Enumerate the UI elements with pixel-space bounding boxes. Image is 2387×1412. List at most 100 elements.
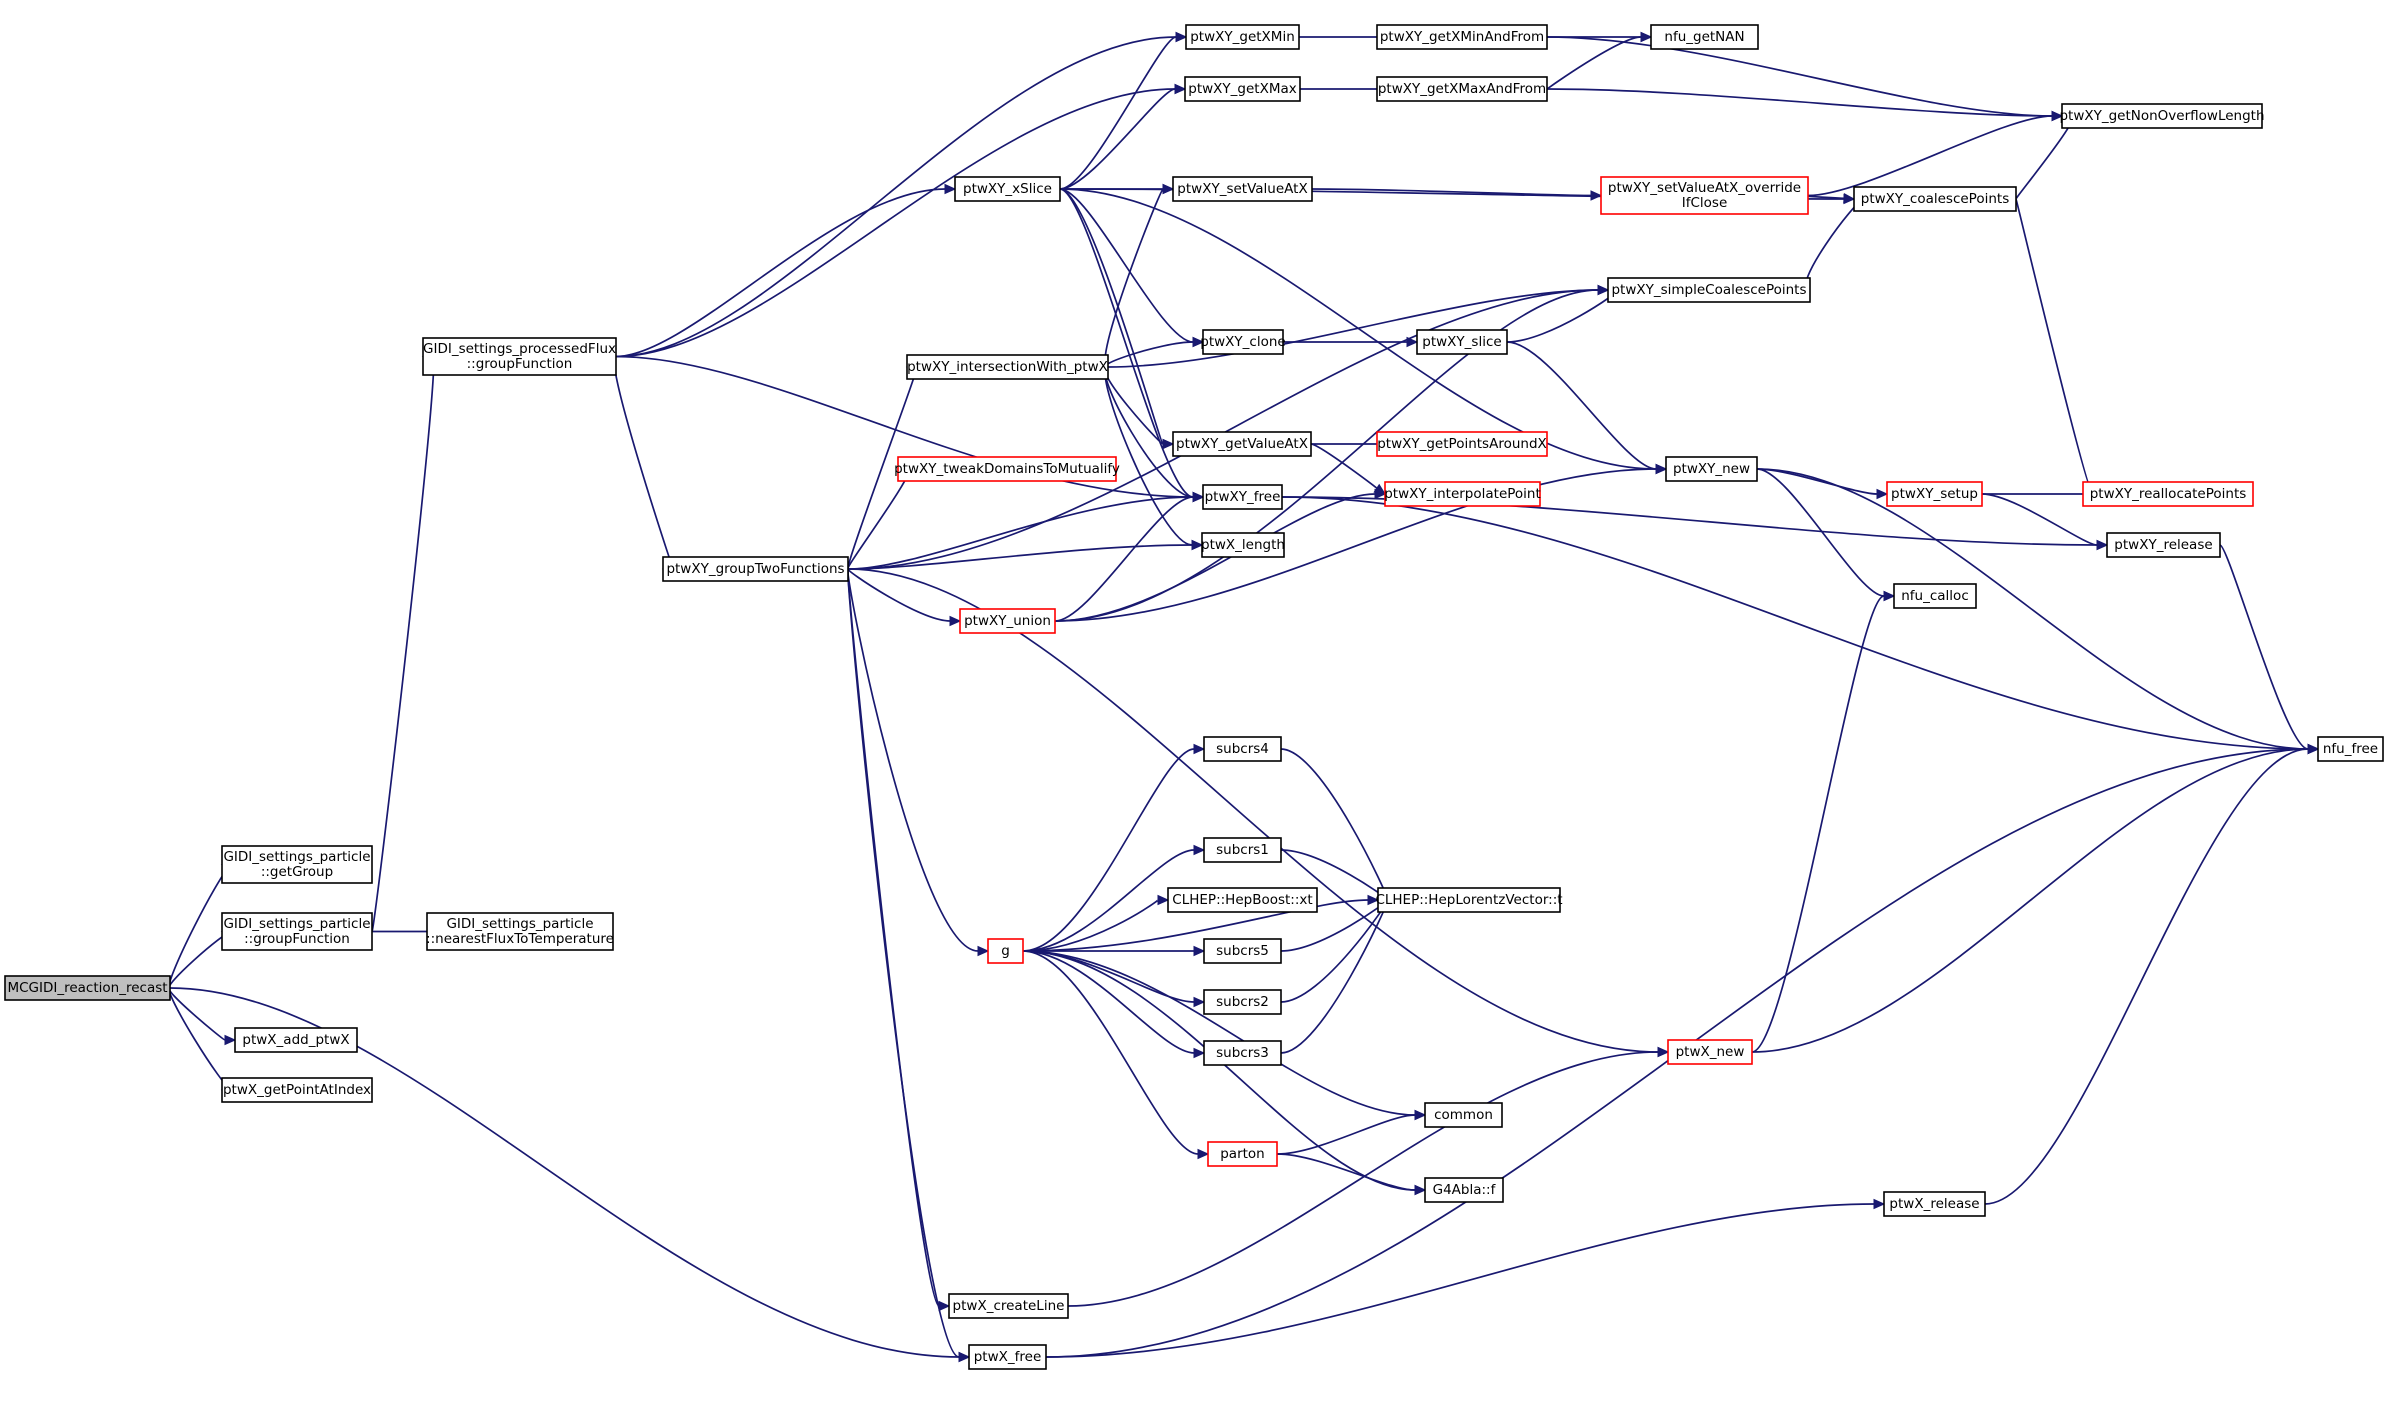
- arrowhead: [977, 945, 990, 957]
- edge-line: [168, 987, 226, 1041]
- node-box: [968, 1344, 1047, 1370]
- node-nfuNAN[interactable]: nfu_getNAN: [1650, 24, 1759, 50]
- node-coalesce[interactable]: ptwXY_coalescePoints: [1853, 186, 2017, 212]
- node-groupTwo[interactable]: ptwXY_groupTwoFunctions: [662, 556, 849, 582]
- arrowhead: [1192, 491, 1205, 503]
- arrowhead: [1640, 31, 1653, 43]
- node-subcrs1[interactable]: subcrs1: [1203, 837, 1282, 863]
- node-g4abla[interactable]: G4Abla::f: [1424, 1177, 1504, 1203]
- edge-line: [1059, 188, 1164, 445]
- arrowhead: [2051, 110, 2064, 122]
- node-xyFree[interactable]: ptwXY_free: [1202, 484, 1283, 510]
- node-box: [1184, 76, 1301, 102]
- node-box: [1377, 887, 1561, 913]
- edge-line: [1281, 496, 2309, 750]
- edge-line: [1104, 341, 1194, 368]
- node-xySetup[interactable]: ptwXY_setup: [1886, 481, 1983, 507]
- node-xySlice[interactable]: ptwXY_slice: [1416, 329, 1508, 355]
- arrowhead: [1191, 539, 1204, 551]
- node-label: subcrs1: [1216, 842, 1269, 858]
- edge-line: [1022, 950, 1199, 1155]
- node-label: ptwX_add_ptwX: [242, 1032, 349, 1048]
- edge-groupTwo-to-ptwX_new: [847, 568, 1670, 1058]
- edge-subcrs4-to-hepT: [1280, 748, 1389, 906]
- node-label: ptwXY_slice: [1422, 334, 1501, 350]
- node-getXMax[interactable]: ptwXY_getXMax: [1184, 76, 1301, 102]
- node-ptwX_release[interactable]: ptwX_release: [1883, 1191, 1986, 1217]
- node-nfuCalloc[interactable]: nfu_calloc: [1893, 583, 1977, 609]
- node-label: ptwXY_getXMax: [1188, 81, 1296, 97]
- node-simpleCoalesce[interactable]: ptwXY_simpleCoalescePoints: [1607, 277, 1811, 303]
- node-subcrs2[interactable]: subcrs2: [1203, 989, 1282, 1015]
- node-subcrs5[interactable]: subcrs5: [1203, 938, 1282, 964]
- node-box: [1376, 76, 1548, 102]
- arrowhead: [1174, 83, 1187, 95]
- node-intersect[interactable]: ptwXY_intersectionWith_ptwX: [906, 354, 1109, 380]
- node-label: subcrs3: [1216, 1045, 1269, 1061]
- edge-line: [1546, 36, 1642, 90]
- node-box: [1853, 186, 2017, 212]
- node-xSlice[interactable]: ptwXY_xSlice: [954, 176, 1061, 202]
- node-clone[interactable]: ptwXY_clone: [1200, 329, 1286, 355]
- edge-ptwX_new-to-nfuCalloc: [1751, 590, 1896, 1053]
- node-label: g: [1001, 943, 1010, 959]
- node-box: [221, 845, 373, 884]
- node-hepT[interactable]: CLHEP::HepLorentzVector::t: [1375, 887, 1563, 913]
- node-box: [1883, 1191, 1986, 1217]
- node-box: [1201, 532, 1285, 558]
- node-label: ptwXY_union: [964, 613, 1051, 629]
- edge-line: [615, 88, 1176, 358]
- node-ptwX_length[interactable]: ptwX_length: [1201, 532, 1285, 558]
- node-box: [662, 556, 849, 582]
- node-union[interactable]: ptwXY_union: [959, 608, 1056, 634]
- node-recast[interactable]: MCGIDI_reaction_recast: [4, 975, 171, 1001]
- node-getGroup[interactable]: GIDI_settings_particle::getGroup: [221, 845, 373, 884]
- node-parton[interactable]: parton: [1207, 1141, 1278, 1167]
- node-getXMin[interactable]: ptwXY_getXMin: [1185, 24, 1300, 50]
- node-box: [1202, 329, 1284, 355]
- node-ptwX_free[interactable]: ptwX_free: [968, 1344, 1047, 1370]
- node-ptwX_getPoint[interactable]: ptwX_getPointAtIndex: [221, 1077, 373, 1103]
- node-nonOverflow[interactable]: ptwXY_getNonOverflowLength: [2059, 103, 2265, 129]
- node-getXMaxFrom[interactable]: ptwXY_getXMaxAndFrom: [1376, 76, 1548, 102]
- node-reallocate[interactable]: ptwXY_reallocatePoints: [2082, 481, 2254, 507]
- edge-ptwX_new-to-nfuFree: [1751, 743, 2320, 1053]
- node-g[interactable]: g: [987, 938, 1024, 964]
- edge-ptwX_release-to-nfuFree: [1984, 743, 2320, 1205]
- node-ptwX_createLine[interactable]: ptwX_createLine: [948, 1293, 1069, 1319]
- node-getValueAtX[interactable]: ptwXY_getValueAtX: [1172, 431, 1312, 457]
- edge-line: [1280, 899, 1389, 1003]
- node-pGroupFunction[interactable]: GIDI_settings_particle::groupFunction: [221, 912, 373, 951]
- node-common[interactable]: common: [1424, 1102, 1503, 1128]
- node-procFlux[interactable]: GIDI_settings_processedFlux::groupFuncti…: [422, 337, 617, 376]
- node-nfuFree[interactable]: nfu_free: [2317, 736, 2384, 762]
- edge-line: [1107, 289, 1599, 368]
- arrowhead: [1192, 336, 1205, 348]
- node-getPointsAround[interactable]: ptwXY_getPointsAroundX: [1376, 431, 1548, 457]
- node-getXMinFrom[interactable]: ptwXY_getXMinAndFrom: [1376, 24, 1548, 50]
- node-subcrs4[interactable]: subcrs4: [1203, 736, 1282, 762]
- node-setValueAtX[interactable]: ptwXY_setValueAtX: [1172, 176, 1313, 202]
- node-subcrs3[interactable]: subcrs3: [1203, 1040, 1282, 1066]
- edge-line: [1059, 88, 1176, 190]
- node-ptwX_new[interactable]: ptwX_new: [1667, 1039, 1753, 1065]
- node-hepBoost[interactable]: CLHEP::HepBoost::xt: [1167, 887, 1318, 913]
- node-nearestFlux[interactable]: GIDI_settings_particle::nearestFluxToTem…: [426, 912, 614, 951]
- node-label: subcrs5: [1216, 943, 1269, 959]
- edge-g-to-common: [1022, 950, 1427, 1121]
- edge-line: [1022, 950, 1416, 1116]
- edge-line: [1022, 899, 1369, 952]
- node-xyNew[interactable]: ptwXY_new: [1665, 456, 1758, 482]
- edge-line: [1059, 188, 1194, 343]
- arrowhead: [1193, 996, 1206, 1008]
- edge-xSlice-to-getXMin: [1059, 31, 1188, 190]
- node-tweak[interactable]: ptwXY_tweakDomainsToMutualify: [894, 456, 1120, 482]
- node-xyRelease[interactable]: ptwXY_release: [2106, 532, 2221, 558]
- edge-procFlux-to-getXMin: [615, 31, 1188, 358]
- node-interpolatePoint[interactable]: ptwXY_interpolatePoint: [1384, 481, 1541, 507]
- arrowhead: [1590, 190, 1603, 201]
- node-label: ptwX_createLine: [953, 1298, 1065, 1314]
- edge-line: [847, 468, 910, 570]
- node-ptwX_add[interactable]: ptwX_add_ptwX: [234, 1027, 358, 1053]
